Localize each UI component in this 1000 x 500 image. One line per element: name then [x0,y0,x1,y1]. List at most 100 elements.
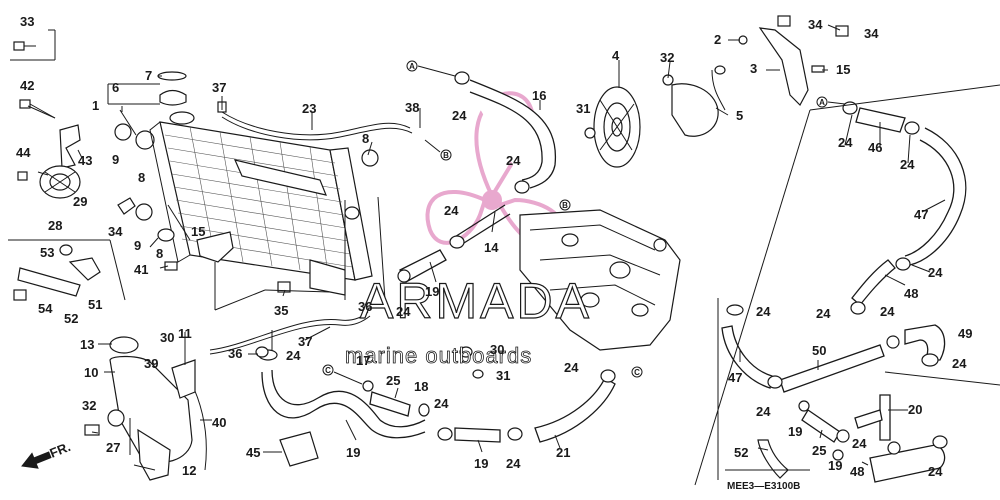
callout-2: 2 [714,32,721,47]
svg-text:B: B [443,151,449,160]
frame-lines [8,196,386,311]
callout-30a: 30 [160,330,174,345]
hose-20 [261,369,426,467]
ref-circle-a-1: A [406,60,418,72]
hose-25-right [801,409,841,443]
radiator-core [149,121,373,296]
callout-57: 54 [38,301,53,316]
callout-54: 52 [64,311,78,326]
callout-41: 41 [134,262,148,277]
hose-48 [851,259,896,306]
callout-24p: 24 [756,404,771,419]
hose-17 [449,204,511,249]
hose-52 [779,344,885,393]
callout-49: 47 [728,370,742,385]
callout-50: 48 [850,464,864,479]
hose-49 [721,325,773,389]
callout-32a: 34 [808,17,823,32]
front-label: FR. [48,439,73,461]
callout-24h: 24 [444,203,459,218]
callout-11: 11 [178,326,192,341]
callout-18: 19 [425,284,439,299]
callout-6: 6 [112,80,119,95]
radiator-cap [135,71,195,150]
callout-31b: 32 [660,50,674,65]
reference-circles: A A B B C C [322,60,846,385]
callout-24k: 24 [928,265,943,280]
callout-9a: 9 [112,152,119,167]
ref-circle-b-1: B [440,149,452,161]
callout-35: 35 [274,303,288,318]
callout-37a: 37 [212,80,226,95]
hose-21 [454,427,501,443]
callout-31a: 31 [576,101,590,116]
ref-circle-c-1: C [322,364,334,376]
thermostat-bracket [738,15,849,106]
callout-21a: 19 [474,456,488,471]
fan-motor [671,65,726,137]
svg-text:A: A [409,62,415,71]
callout-13: 13 [80,337,94,352]
callout-28: 29 [73,194,87,209]
part-group-34 [10,29,56,61]
callout-43: 43 [78,153,92,168]
callout-39: 40 [212,415,226,430]
callout-25a: 25 [386,373,400,388]
tube-40 [209,311,371,355]
callout-8c: 8 [156,246,163,261]
callout-25b: 25 [812,443,826,458]
callout-30b: 31 [496,368,510,383]
callout-47: 47 [914,207,928,222]
diagram-code: MEE3—E3100B [727,481,800,492]
callout-24m: 24 [756,304,771,319]
callout-55: 52 [734,445,748,460]
svg-text:C: C [634,368,640,377]
callout-24q: 24 [852,436,867,451]
callout-24f: 24 [452,108,467,123]
bolt-34-icon [13,41,36,51]
radiator-mount-parts [117,197,291,293]
svg-text:C: C [325,366,331,375]
callout-5: 5 [736,108,743,123]
hose-16 [469,79,557,189]
callout-12: 12 [182,463,196,478]
ref-circle-b-2: B [559,199,571,211]
callout-56: 53 [40,245,54,260]
watermark: ARMADA marine outboards [345,272,592,368]
callout-29: 30 [490,342,504,357]
callout-34b: 34 [108,224,123,239]
callout-36a: 36 [228,346,242,361]
callout-26: 27 [106,440,120,455]
callout-14: 15 [191,224,205,239]
callout-3: 3 [750,61,757,76]
callout-19b: 18 [414,379,428,394]
callout-19c: 19 [788,424,802,439]
callout-32b: 34 [864,26,879,41]
callout-24j: 24 [900,157,915,172]
left-fan-bracket [17,99,132,199]
callout-24e: 24 [564,360,579,375]
callout-23: 23 [302,101,316,116]
cooling-fan [593,86,641,168]
hose-22 [534,377,616,443]
callout-24a: 24 [286,348,301,363]
callout-44: 44 [16,145,31,160]
watermark-brand: ARMADA [360,273,592,329]
callout-labels: 33 42 1 6 7 9 8 44 43 29 28 37 23 38 8 3… [16,14,972,479]
callout-17: 14 [484,240,499,255]
pipe-21-right [854,394,891,441]
callout-27: 28 [48,218,62,233]
watermark-tagline: marine outboards [345,343,532,368]
overflow-bracket [13,244,101,301]
ref-circle-a-2: A [816,96,828,108]
svg-text:B: B [562,201,568,210]
leader-lines [27,24,946,471]
callout-24l: 24 [816,306,831,321]
callout-20: 19 [346,445,360,460]
callout-40: 37 [298,334,312,349]
callout-33: 32 [82,398,96,413]
callout-48: 48 [904,286,918,301]
callout-36b: 36 [358,299,372,314]
frame-lines-right [129,84,1000,486]
